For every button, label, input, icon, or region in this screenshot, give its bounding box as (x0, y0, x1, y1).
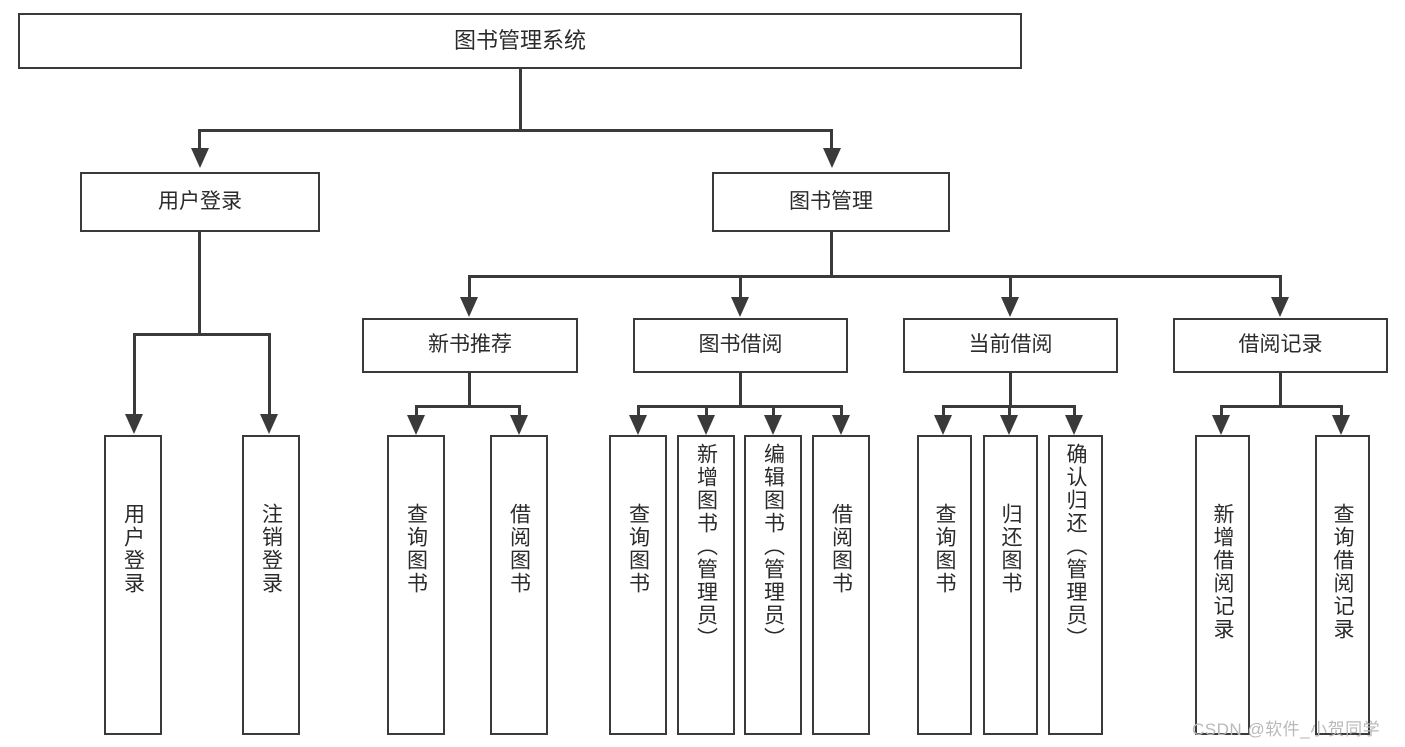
node-new-book-rec[interactable]: 新书推荐 (362, 318, 578, 373)
connector-book-manage-stem (830, 232, 833, 277)
arrowhead-leaf-2 (260, 414, 278, 434)
connector-br-drop-2 (1340, 405, 1343, 417)
node-leaf-5[interactable]: 查询图书 (609, 435, 667, 735)
node-new-book-rec-label: 新书推荐 (428, 333, 512, 357)
node-book-manage[interactable]: 图书管理 (712, 172, 950, 232)
arrowhead-borrow-record (1271, 297, 1289, 317)
arrowhead-user-login (191, 148, 209, 168)
connector-user-login-drop-1 (133, 333, 136, 415)
node-leaf-4-label: 借阅图书 (507, 503, 531, 595)
connector-user-login-drop-2 (268, 333, 271, 415)
node-book-borrow[interactable]: 图书借阅 (633, 318, 848, 373)
arrowhead-leaf-11 (1065, 415, 1083, 435)
node-current-borrow-label: 当前借阅 (968, 333, 1053, 357)
node-leaf-7[interactable]: 编辑图书（管理员） (744, 435, 802, 735)
connector-to-borrow-record (1279, 275, 1282, 298)
arrowhead-leaf-9 (934, 415, 952, 435)
arrowhead-leaf-4 (510, 415, 528, 435)
arrowhead-leaf-12 (1212, 415, 1230, 435)
connector-level3-bus (468, 275, 1280, 278)
arrowhead-book-manage (823, 148, 841, 168)
node-leaf-8[interactable]: 借阅图书 (812, 435, 870, 735)
connector-root-stem (519, 69, 522, 131)
arrowhead-book-borrow (731, 297, 749, 317)
node-leaf-3[interactable]: 查询图书 (387, 435, 445, 735)
arrowhead-leaf-5 (629, 415, 647, 435)
arrowhead-leaf-3 (407, 415, 425, 435)
node-user-login[interactable]: 用户登录 (80, 172, 320, 232)
csdn-watermark: CSDN @软件_小贺同学 (1192, 720, 1381, 739)
connector-borrow-record-stem (1279, 373, 1282, 407)
connector-book-borrow-stem (739, 373, 742, 407)
node-leaf-2[interactable]: 注销登录 (242, 435, 300, 735)
connector-bb-drop-4 (840, 405, 843, 417)
connector-cb-drop-3 (1073, 405, 1076, 417)
connector-book-borrow-bus (637, 405, 843, 408)
node-leaf-7-label: 编辑图书（管理员） (761, 443, 785, 650)
connector-nbr-drop-2 (518, 405, 521, 417)
node-leaf-6-label: 新增图书（管理员） (694, 443, 718, 650)
connector-cb-drop-2 (1008, 405, 1011, 417)
node-user-login-label: 用户登录 (158, 189, 242, 213)
node-leaf-12[interactable]: 新增借阅记录 (1195, 435, 1250, 735)
connector-borrow-record-bus (1220, 405, 1343, 408)
node-leaf-2-label: 注销登录 (259, 503, 283, 595)
node-book-manage-label: 图书管理 (789, 189, 873, 213)
node-leaf-9[interactable]: 查询图书 (917, 435, 972, 735)
node-leaf-1[interactable]: 用户登录 (104, 435, 162, 735)
connector-bb-drop-3 (772, 405, 775, 417)
node-leaf-10[interactable]: 归还图书 (983, 435, 1038, 735)
node-leaf-8-label: 借阅图书 (829, 503, 853, 595)
arrowhead-leaf-7 (764, 415, 782, 435)
connector-nbr-drop-1 (415, 405, 418, 417)
connector-new-book-rec-stem (468, 373, 471, 407)
connector-to-current-borrow (1009, 275, 1012, 298)
connector-bb-drop-2 (705, 405, 708, 417)
node-book-borrow-label: 图书借阅 (698, 333, 783, 357)
node-leaf-11[interactable]: 确认归还（管理员） (1048, 435, 1103, 735)
node-leaf-9-label: 查询图书 (933, 503, 956, 595)
node-leaf-1-label: 用户登录 (121, 503, 145, 595)
node-leaf-5-label: 查询图书 (626, 503, 650, 595)
connector-cb-drop-1 (942, 405, 945, 417)
node-root[interactable]: 图书管理系统 (18, 13, 1022, 69)
node-root-label: 图书管理系统 (453, 28, 586, 54)
connector-to-user-login (198, 129, 201, 149)
node-leaf-11-label: 确认归还（管理员） (1064, 443, 1087, 650)
connector-to-book-borrow (739, 275, 742, 298)
node-leaf-3-label: 查询图书 (404, 503, 428, 595)
arrowhead-leaf-6 (697, 415, 715, 435)
connector-to-book-manage (830, 129, 833, 149)
arrowhead-leaf-8 (832, 415, 850, 435)
node-borrow-record-label: 借阅记录 (1238, 333, 1323, 357)
node-current-borrow[interactable]: 当前借阅 (903, 318, 1118, 373)
node-leaf-13[interactable]: 查询借阅记录 (1315, 435, 1370, 735)
node-leaf-4[interactable]: 借阅图书 (490, 435, 548, 735)
connector-current-borrow-stem (1009, 373, 1012, 407)
node-leaf-13-label: 查询借阅记录 (1331, 503, 1354, 641)
arrowhead-leaf-1 (125, 414, 143, 434)
node-leaf-6[interactable]: 新增图书（管理员） (677, 435, 735, 735)
arrowhead-leaf-13 (1332, 415, 1350, 435)
node-leaf-10-label: 归还图书 (999, 503, 1022, 595)
arrowhead-current-borrow (1001, 297, 1019, 317)
connector-to-new-book-rec (468, 275, 471, 298)
arrowhead-leaf-10 (1000, 415, 1018, 435)
arrowhead-new-book-rec (460, 297, 478, 317)
node-leaf-12-label: 新增借阅记录 (1211, 503, 1234, 641)
connector-new-book-rec-bus (415, 405, 521, 408)
connector-user-login-bus (133, 333, 270, 336)
connector-level2-bus (198, 129, 832, 132)
connector-br-drop-1 (1220, 405, 1223, 417)
connector-user-login-stem (198, 232, 201, 335)
node-borrow-record[interactable]: 借阅记录 (1173, 318, 1388, 373)
connector-bb-drop-1 (637, 405, 640, 417)
